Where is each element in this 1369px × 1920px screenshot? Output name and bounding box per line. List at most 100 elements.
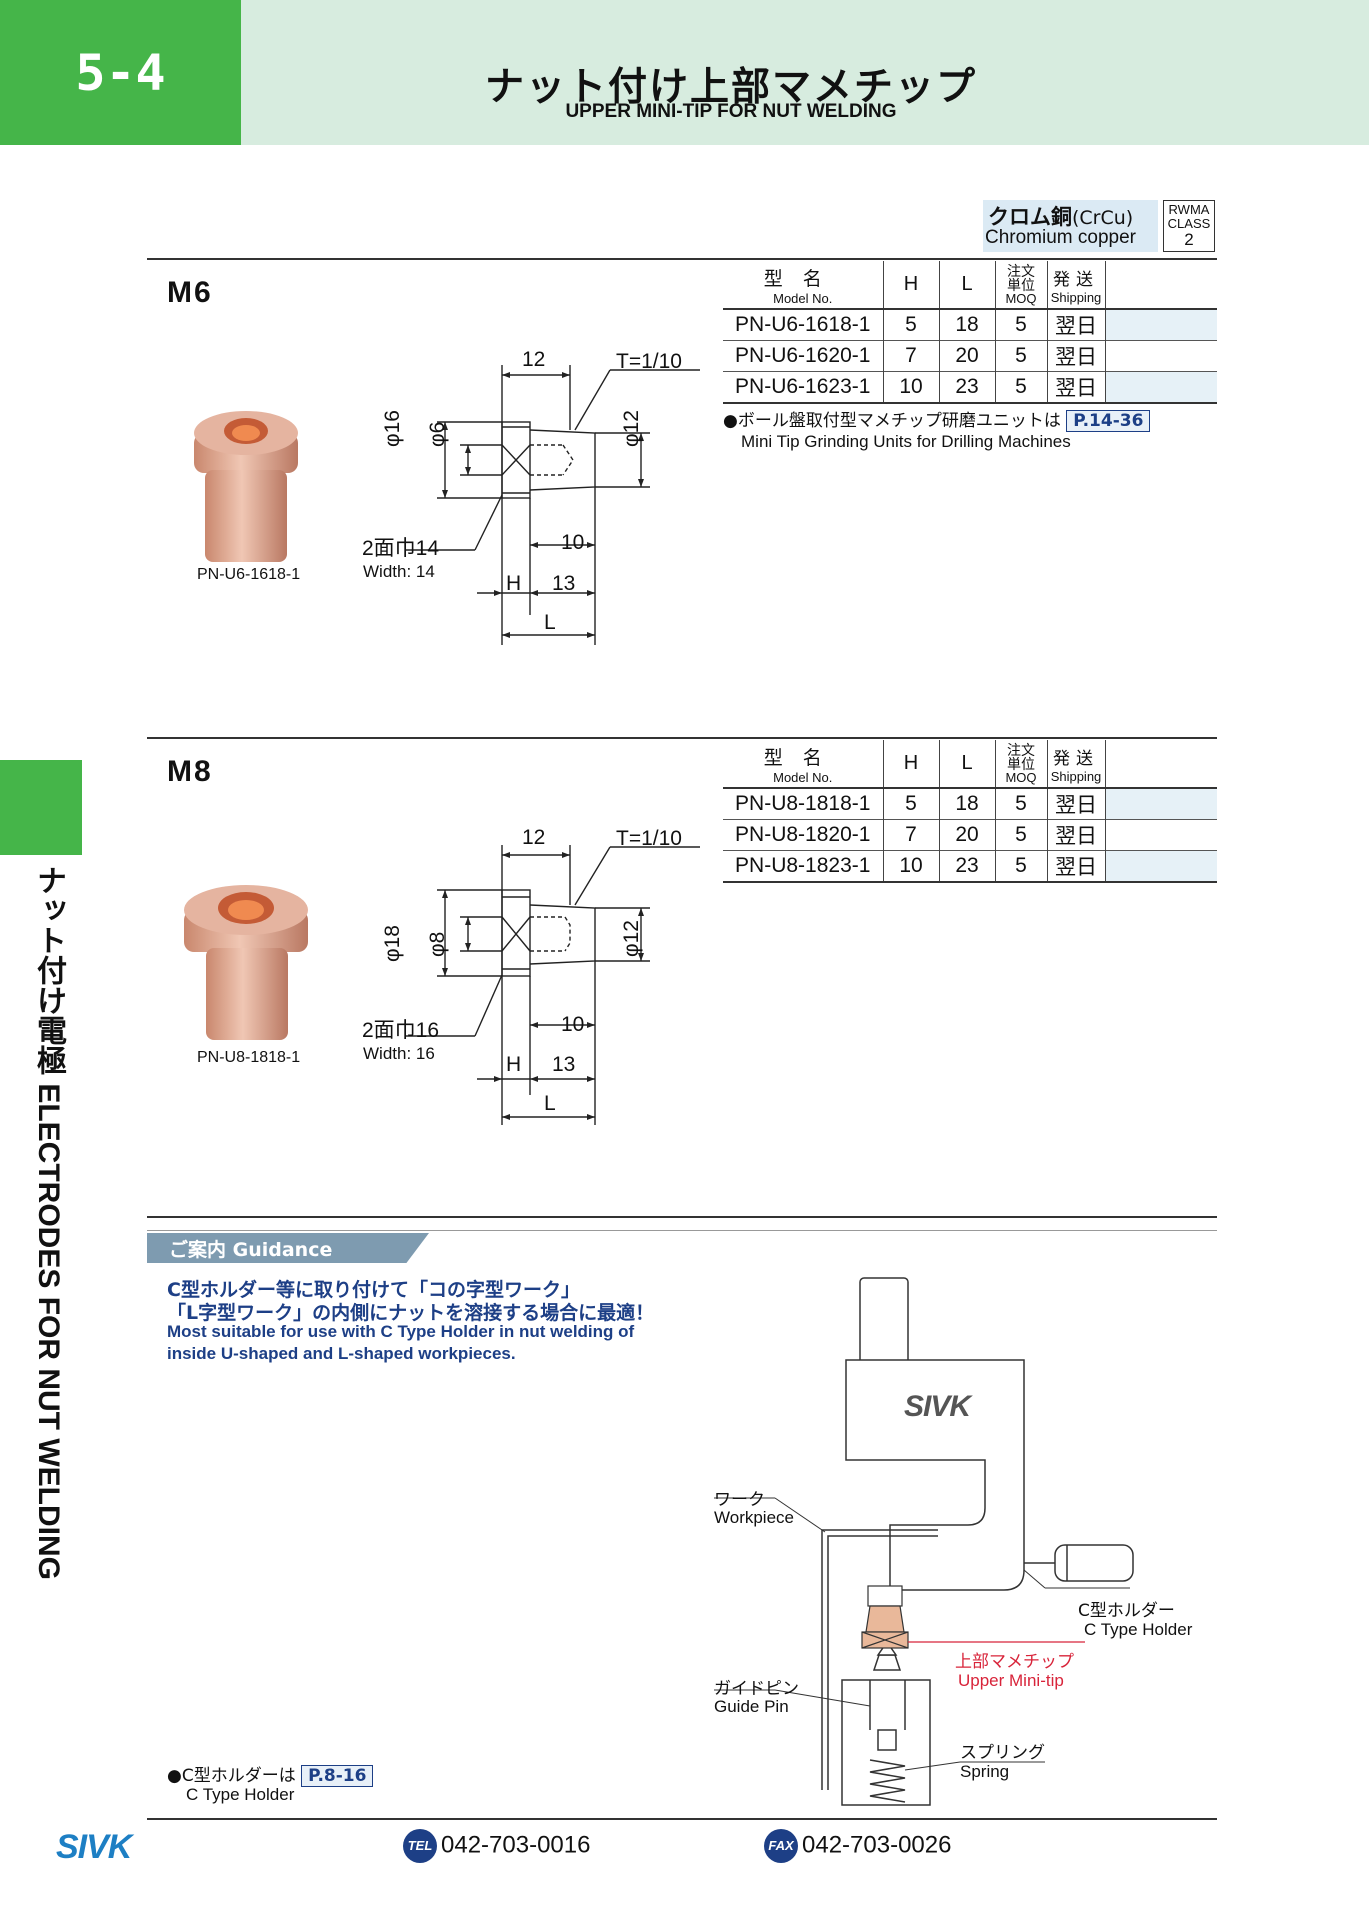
- guidance-line1-jp: C型ホルダー等に取り付けて「コの字型ワーク」: [167, 1279, 580, 1301]
- material-box: [983, 200, 1158, 252]
- m8-photo-caption: PN-U8-1818-1: [197, 1049, 301, 1066]
- col-blank: [1105, 261, 1217, 309]
- guidance-rule: [147, 1216, 1217, 1218]
- m8-title: M8: [167, 755, 213, 788]
- side-tab-marker: [0, 760, 82, 855]
- col-l: L: [939, 261, 996, 309]
- m8-dim-13: 13: [552, 1053, 576, 1076]
- holder-logo: SIVK: [904, 1390, 971, 1423]
- m6-dim-width-en: Width: 14: [363, 562, 435, 581]
- label-holder-jp: C型ホルダー: [1078, 1601, 1175, 1621]
- label-pin-jp: ガイドピン: [714, 1679, 799, 1699]
- header-band: [241, 0, 1369, 145]
- holder-ref-link[interactable]: P.8-16: [301, 1765, 374, 1787]
- m8-dim-taper: T=1/10: [616, 827, 682, 850]
- m8-dim-tip: φ12: [620, 920, 643, 957]
- section-number: 5-4: [0, 0, 241, 145]
- col-blank: [1105, 740, 1217, 788]
- side-tab-label: ナット付け電極 ELECTRODES FOR NUT WELDING: [32, 865, 65, 1580]
- m8-dimension-drawing: [405, 845, 700, 1125]
- m8-dim-10: 10: [561, 1013, 585, 1036]
- m8-dim-outer: φ18: [381, 925, 404, 962]
- m6-dim-10: 10: [561, 531, 585, 554]
- m8-dim-width-en: Width: 16: [363, 1044, 435, 1063]
- fax-number: 042-703-0026: [802, 1831, 952, 1859]
- label-holder-en: C Type Holder: [1084, 1620, 1193, 1639]
- tel-icon: TEL: [403, 1829, 437, 1863]
- m8-top-rule: [147, 737, 1217, 739]
- label-work-en: Workpiece: [714, 1508, 794, 1527]
- m6-dim-h: H: [506, 572, 522, 595]
- rwma-class-box: RWMA CLASS 2: [1163, 200, 1215, 252]
- holder-note-en: C Type Holder: [186, 1785, 295, 1804]
- col-l: L: [939, 740, 996, 788]
- m6-note-en: Mini Tip Grinding Units for Drilling Mac…: [741, 432, 1071, 451]
- m8-dim-h: H: [506, 1053, 522, 1076]
- guidance-tab: ご案内 Guidance: [147, 1233, 429, 1263]
- label-work-jp: ワーク: [714, 1490, 765, 1510]
- m6-top-rule: [147, 258, 1217, 260]
- page-title-jp: ナット付け上部マメチップ: [484, 65, 977, 110]
- tel-number[interactable]: 042-703-0016: [441, 1831, 591, 1859]
- footer-rule: [147, 1818, 1217, 1820]
- class-label: CLASS: [1167, 216, 1211, 231]
- rwma-label: RWMA: [1168, 202, 1210, 217]
- material-name-jp: クロム銅(CrCu): [988, 201, 1133, 231]
- guidance-line1-en: Most suitable for use with C Type Holder…: [167, 1322, 635, 1341]
- m8-dim-inner: φ8: [426, 931, 449, 957]
- fax-icon: FAX: [764, 1829, 798, 1863]
- guidance-line2-en: inside U-shaped and L-shaped workpieces.: [167, 1344, 516, 1363]
- label-spring-en: Spring: [960, 1762, 1010, 1781]
- holder-note-jp: ●C型ホルダーは: [167, 1766, 296, 1786]
- material-jp: クロム銅: [988, 205, 1072, 229]
- guidance-subrule: [147, 1230, 1217, 1231]
- m6-note: ●ボール盤取付型マメチップ研磨ユニットは P.14-36: [723, 406, 1151, 432]
- m6-dim-inner: φ6: [426, 421, 449, 447]
- c-holder-diagram: [714, 1277, 1134, 1806]
- m6-dim-tip: φ12: [620, 410, 643, 447]
- label-tip-jp: 上部マメチップ: [955, 1652, 1074, 1672]
- m6-photo-caption: PN-U6-1618-1: [197, 566, 301, 583]
- label-tip-en: Upper Mini-tip: [958, 1671, 1064, 1690]
- m6-dim-outer: φ16: [381, 410, 404, 447]
- m6-title: M6: [167, 276, 213, 309]
- m6-note-jp: ●ボール盤取付型マメチップ研磨ユニットは: [723, 411, 1061, 431]
- material-name-en: Chromium copper: [985, 227, 1136, 248]
- holder-note: ●C型ホルダーは P.8-16: [167, 1761, 374, 1787]
- m6-dim-13: 13: [552, 572, 576, 595]
- m6-note-ref-link[interactable]: P.14-36: [1066, 410, 1151, 432]
- page-title-en: UPPER MINI-TIP FOR NUT WELDING: [565, 101, 897, 122]
- guidance-line2-jp: 「L字型ワーク」の内側にナットを溶接する場合に最適！: [167, 1302, 655, 1324]
- m8-dim-top: 12: [522, 826, 546, 849]
- m6-dim-taper: T=1/10: [616, 350, 682, 373]
- m6-dim-width-jp: 2面巾14: [362, 537, 440, 560]
- m6-dimension-drawing: [405, 365, 700, 645]
- label-pin-en: Guide Pin: [714, 1697, 789, 1716]
- label-spring-jp: スプリング: [960, 1743, 1045, 1763]
- m8-product-photo: [184, 885, 308, 1040]
- col-h: H: [883, 261, 940, 309]
- m6-product-photo: [194, 411, 298, 562]
- m8-dim-l: L: [544, 1092, 556, 1115]
- class-value: 2: [1184, 230, 1194, 249]
- m6-dim-top: 12: [522, 348, 546, 371]
- m6-dim-l: L: [544, 611, 556, 634]
- material-code: (CrCu): [1072, 207, 1134, 229]
- m8-dim-width-jp: 2面巾16: [362, 1019, 440, 1042]
